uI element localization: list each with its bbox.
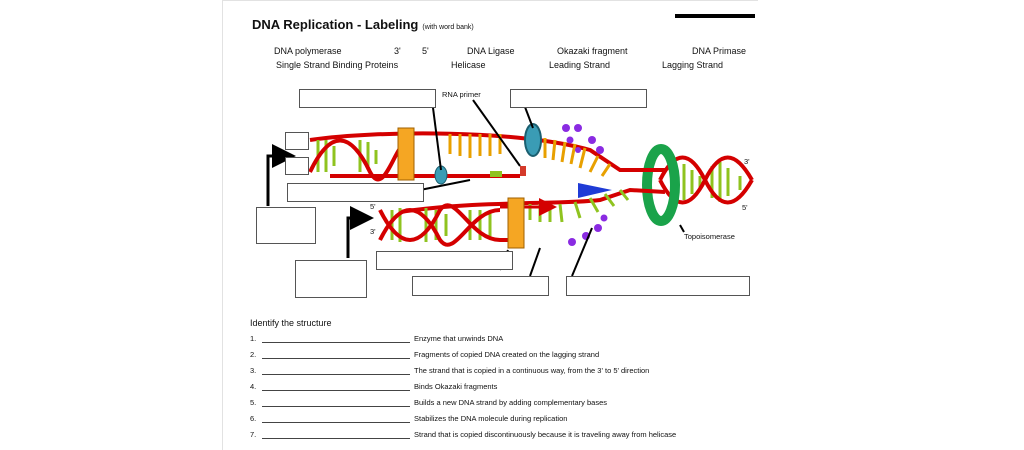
question-row: 2. Fragments of copied DNA created on the… xyxy=(250,350,599,359)
answer-blank[interactable] xyxy=(262,366,410,375)
subtitle-text: (with word bank) xyxy=(422,24,474,31)
five-prime-right-label: 5' xyxy=(742,203,748,212)
topoisomerase-ring xyxy=(642,144,680,226)
wordbank-leading: Leading Strand xyxy=(549,60,611,70)
question-text: Builds a new DNA strand by adding comple… xyxy=(414,398,608,407)
answer-blank[interactable] xyxy=(262,334,410,343)
primase-shape xyxy=(578,183,612,198)
wordbank-helicase: Helicase xyxy=(451,60,486,70)
title-text: DNA Replication - Labeling xyxy=(252,17,419,32)
left-arrow-lower xyxy=(346,206,374,258)
section-heading: Identify the structure xyxy=(250,318,332,328)
wordbank-3prime: 3' xyxy=(394,46,401,56)
label-box-3[interactable] xyxy=(287,183,424,202)
question-number: 5. xyxy=(250,398,257,407)
question-text: Enzyme that unwinds DNA xyxy=(414,334,504,343)
answer-blank[interactable] xyxy=(262,430,410,439)
question-number: 1. xyxy=(250,334,257,343)
label-box-6[interactable] xyxy=(376,251,513,270)
label-box-7[interactable] xyxy=(412,276,549,296)
dna-polymerase-lagging xyxy=(397,127,415,181)
label-box-small-1[interactable] xyxy=(285,132,309,150)
wordbank-lagging: Lagging Strand xyxy=(662,60,724,70)
three-prime-left-label: 3' xyxy=(370,227,376,236)
wordbank-dna-polymerase: DNA polymerase xyxy=(274,46,342,56)
question-row: 7. Strand that is copied discontinuously … xyxy=(250,430,676,439)
label-box-small-2[interactable] xyxy=(285,157,309,175)
question-number: 2. xyxy=(250,350,257,359)
answer-blank[interactable] xyxy=(262,382,410,391)
answer-blank[interactable] xyxy=(262,350,410,359)
question-row: 6. Stabilizes the DNA molecule during rep… xyxy=(250,414,567,423)
wordbank-okazaki: Okazaki fragment xyxy=(557,46,628,56)
question-number: 6. xyxy=(250,414,257,423)
label-box-4[interactable] xyxy=(256,207,316,244)
label-box-8[interactable] xyxy=(566,276,750,296)
question-row: 1. Enzyme that unwinds DNA xyxy=(250,334,503,343)
wordbank-dna-ligase: DNA Ligase xyxy=(467,46,515,56)
question-text: Stabilizes the DNA molecule during repli… xyxy=(414,414,568,423)
question-text: Strand that is copied discontinuously be… xyxy=(414,430,677,439)
helicase-shape xyxy=(524,123,542,157)
question-number: 4. xyxy=(250,382,257,391)
left-arrow-upper xyxy=(266,144,296,206)
fork-upper-strand xyxy=(309,131,665,177)
wordbank-5prime: 5' xyxy=(422,46,429,56)
question-text: The strand that is copied in a continuou… xyxy=(414,366,650,375)
label-box-2[interactable] xyxy=(510,89,647,108)
label-box-1[interactable] xyxy=(299,89,436,108)
ssb-proteins xyxy=(562,124,608,246)
answer-blank[interactable] xyxy=(262,398,410,407)
topoisomerase-label: Topoisomerase xyxy=(684,232,735,241)
dna-polymerase-leading xyxy=(507,197,525,249)
question-text: Fragments of copied DNA created on the l… xyxy=(414,350,600,359)
wordbank-ssb: Single Strand Binding Proteins xyxy=(276,60,399,70)
header-rule xyxy=(675,14,755,18)
lagging-strand-duplex xyxy=(308,138,520,182)
question-row: 5. Builds a new DNA strand by adding comp… xyxy=(250,398,607,407)
question-row: 4. Binds Okazaki fragments xyxy=(250,382,497,391)
rna-primer-label: RNA primer xyxy=(442,90,481,99)
page-title: DNA Replication - Labeling(with word ban… xyxy=(252,17,474,32)
question-row: 3. The strand that is copied in a continu… xyxy=(250,366,649,375)
five-prime-left-label: 5' xyxy=(370,202,376,211)
rna-primer-shape xyxy=(520,166,526,176)
question-number: 7. xyxy=(250,430,257,439)
label-box-5[interactable] xyxy=(295,260,367,298)
three-prime-right-label: 3' xyxy=(744,157,750,166)
question-text: Binds Okazaki fragments xyxy=(414,382,498,391)
wordbank-primase: DNA Primase xyxy=(692,46,747,56)
answer-blank[interactable] xyxy=(262,414,410,423)
question-number: 3. xyxy=(250,366,257,375)
